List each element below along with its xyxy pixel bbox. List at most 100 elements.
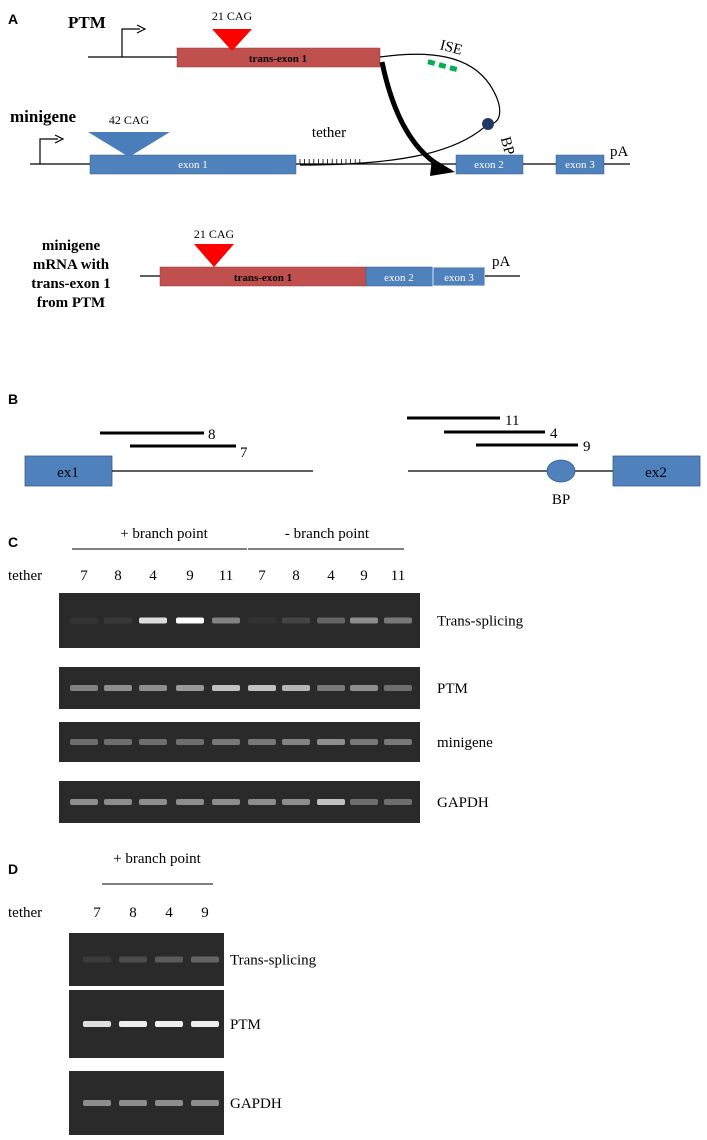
c-band: [104, 685, 132, 691]
product-cag-triangle: [194, 244, 234, 267]
c-band: [139, 739, 167, 745]
minigene-label: minigene: [10, 107, 77, 126]
d-lane-label: 4: [165, 905, 173, 921]
ise-box-3: [449, 65, 458, 72]
c-band: [176, 799, 204, 805]
c-band: [104, 799, 132, 805]
d-band: [155, 1100, 183, 1106]
b-bp-label: BP: [552, 492, 570, 508]
c-tether-label: tether: [8, 568, 42, 584]
c-band: [248, 739, 276, 745]
c-band: [282, 617, 310, 624]
product-exon2-label: exon 2: [384, 272, 414, 284]
ptm-trans-exon-label: trans-exon 1: [249, 53, 307, 65]
product-label-line-2: mRNA with: [33, 257, 110, 273]
b-ex2-label: ex2: [645, 465, 667, 481]
d-tether-label: tether: [8, 905, 42, 921]
c-band: [384, 799, 412, 805]
minigene-pa-label: pA: [610, 144, 629, 160]
d-band: [191, 1100, 219, 1106]
c-band: [384, 617, 412, 624]
c-band: [384, 685, 412, 691]
c-gel-label: PTM: [437, 681, 468, 697]
c-band: [212, 799, 240, 805]
c-band: [350, 685, 378, 691]
c-lane-label: 7: [80, 568, 88, 584]
c-lane-label: 8: [292, 568, 300, 584]
c-gel-label: Trans-splicing: [437, 614, 524, 630]
c-band: [282, 799, 310, 805]
ise-label: ISE: [438, 37, 464, 58]
c-group-plus: + branch point: [120, 526, 208, 542]
c-band: [350, 617, 378, 624]
ptm-label: PTM: [68, 13, 106, 32]
c-band: [139, 799, 167, 805]
d-gel-label: Trans-splicing: [230, 953, 317, 969]
c-band: [317, 799, 345, 805]
panel-b: B ex1 8 7 11 4 9 BP ex2: [8, 391, 701, 508]
d-band: [119, 1100, 147, 1106]
c-band: [139, 617, 167, 624]
c-band: [176, 739, 204, 745]
c-band: [176, 617, 204, 624]
b-tether-4-label: 4: [550, 426, 558, 442]
tether-label: tether: [312, 125, 346, 141]
c-lane-label: 4: [327, 568, 335, 584]
minigene-promoter-arrowhead: [54, 134, 65, 144]
c-lane-label: 11: [219, 568, 233, 584]
b-tether-7-label: 7: [240, 445, 248, 461]
c-lane-label: 11: [391, 568, 405, 584]
d-lane-label: 9: [201, 905, 209, 921]
trans-splicing-arrowhead: [430, 158, 455, 176]
ptm-promoter-arrowhead: [136, 24, 147, 34]
product-trans-exon-label: trans-exon 1: [234, 272, 292, 284]
c-band: [317, 685, 345, 691]
b-ex1-box: [24, 455, 113, 487]
c-band: [139, 685, 167, 691]
c-lane-label: 4: [149, 568, 157, 584]
c-band: [248, 799, 276, 805]
c-band: [248, 685, 276, 691]
d-band: [83, 1021, 111, 1027]
c-band: [212, 739, 240, 745]
c-band: [212, 617, 240, 624]
c-band: [176, 685, 204, 691]
d-band: [155, 956, 183, 963]
c-lane-label: 7: [258, 568, 266, 584]
c-band: [350, 799, 378, 805]
ptm-cag-triangle: [212, 29, 252, 51]
trans-splicing-arrow: [379, 61, 442, 169]
minigene-promoter-arrow: [39, 138, 58, 164]
b-tether-11-label: 11: [505, 413, 519, 429]
panel-a-letter: A: [8, 11, 18, 27]
product-cag-label: 21 CAG: [194, 227, 235, 241]
bp-label-a: BP: [497, 135, 517, 157]
c-band: [317, 617, 345, 624]
ptm-trans-exon-1: [176, 47, 381, 68]
b-ex1-label: ex1: [57, 465, 79, 481]
panel-a: A PTM trans-exon 1 21 CAG ISE BP minigen…: [8, 9, 630, 311]
product-label-line-3: trans-exon 1: [31, 276, 111, 292]
d-band: [155, 1021, 183, 1027]
minigene-cag-label: 42 CAG: [109, 113, 150, 127]
ptm-intron-loop: [379, 53, 501, 125]
b-tether-9-label: 9: [583, 439, 591, 455]
c-lane-label: 8: [114, 568, 122, 584]
ptm-promoter-arrow: [121, 28, 140, 57]
minigene-exon1-label: exon 1: [178, 159, 208, 171]
product-label-line-1: minigene: [42, 238, 101, 254]
c-band: [70, 685, 98, 691]
c-band: [104, 617, 132, 624]
tether-ticks: [299, 159, 361, 164]
c-group-minus: - branch point: [285, 526, 370, 542]
minigene-exon3-label: exon 3: [565, 159, 595, 171]
c-gel-label: minigene: [437, 735, 493, 751]
c-band: [384, 739, 412, 745]
minigene-exon2-label: exon 2: [474, 159, 504, 171]
panel-b-letter: B: [8, 391, 18, 407]
d-gel-label: PTM: [230, 1017, 261, 1033]
